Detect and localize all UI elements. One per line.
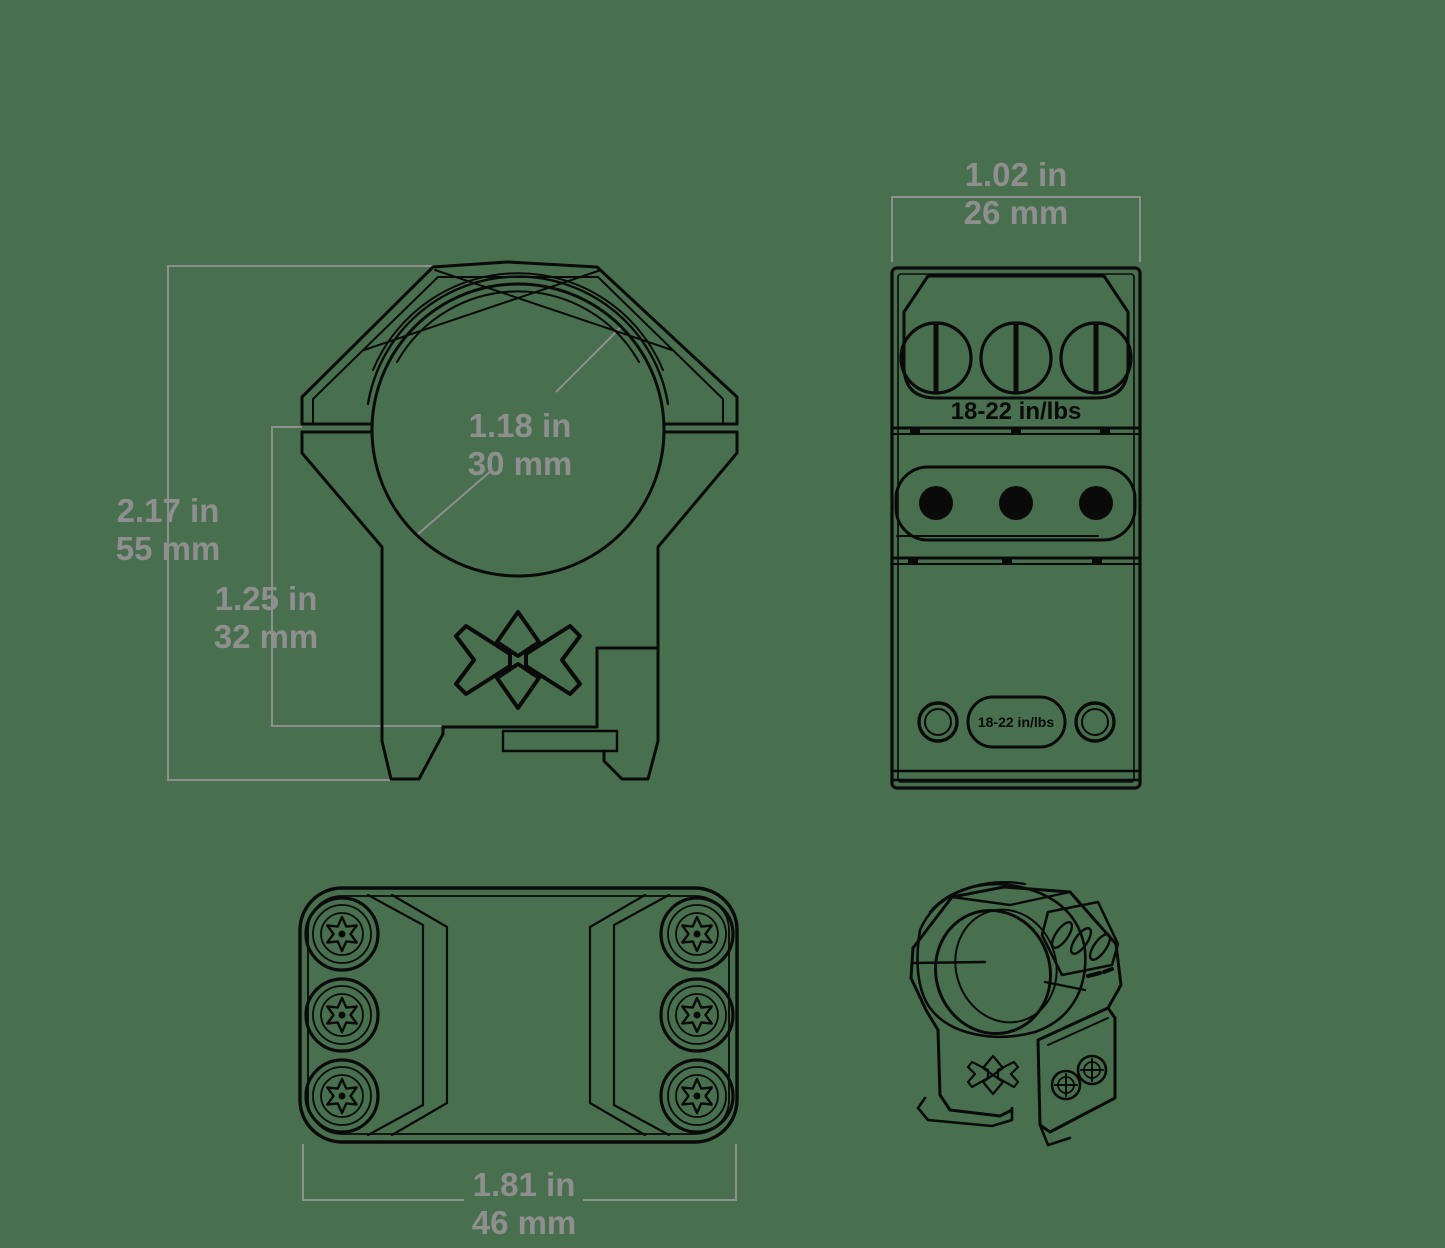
side-base-hole-left — [917, 701, 959, 743]
side-base-hole-right — [1074, 701, 1116, 743]
front-dimension-lines — [167, 265, 622, 781]
side-dimension-lines — [891, 196, 1141, 262]
top-screw-6 — [659, 1058, 735, 1134]
vortex-logo-front — [454, 610, 582, 710]
top-length-in: 1.81 in — [473, 1166, 576, 1203]
side-clamp-hole-1 — [919, 486, 953, 520]
torque-spec-label: 18-22 in/lbs — [951, 398, 1082, 425]
front-overall-height-in: 2.17 in — [117, 492, 220, 529]
top-screw-5 — [659, 977, 735, 1053]
side-clamp-hole-3 — [1079, 486, 1113, 520]
front-outline — [300, 260, 739, 781]
top-screw-2 — [304, 977, 380, 1053]
side-clamp-hole-2 — [999, 486, 1033, 520]
side-cap-screw-3 — [1061, 323, 1131, 393]
side-view: 1.02 in 26 mm — [890, 156, 1142, 790]
front-saddle-height-in: 1.25 in — [215, 580, 318, 617]
iso-clamp-screw-1 — [1050, 1069, 1082, 1101]
iso-clamp-screw-2 — [1076, 1054, 1108, 1086]
top-screw-1 — [304, 896, 380, 972]
top-screw-4 — [659, 896, 735, 972]
front-ring-diameter-in: 1.18 in — [469, 407, 572, 444]
front-ring-diameter-mm: 30 mm — [468, 445, 573, 482]
top-screw-3 — [304, 1058, 380, 1134]
front-overall-height-mm: 55 mm — [116, 530, 221, 567]
top-outline — [298, 886, 739, 1144]
front-saddle-height-mm: 32 mm — [214, 618, 319, 655]
top-dimension-lines — [302, 1144, 737, 1201]
side-outline — [890, 266, 1142, 790]
torque-badge-label: 18-22 in/lbs — [978, 714, 1054, 730]
top-length-mm: 46 mm — [472, 1204, 577, 1241]
side-cap-screw-1 — [901, 323, 971, 393]
side-width-mm: 26 mm — [964, 194, 1069, 231]
iso-view — [909, 881, 1123, 1147]
side-width-in: 1.02 in — [965, 156, 1068, 193]
vortex-logo-iso — [966, 1054, 1020, 1096]
front-view: 2.17 in 55 mm 1.25 in 32 mm 1.18 in 30 m… — [116, 260, 739, 781]
iso-outline — [909, 881, 1123, 1147]
side-cap-screw-2 — [981, 323, 1051, 393]
torque-badge — [966, 695, 1067, 749]
top-view: 1.81 in 46 mm — [298, 886, 739, 1241]
